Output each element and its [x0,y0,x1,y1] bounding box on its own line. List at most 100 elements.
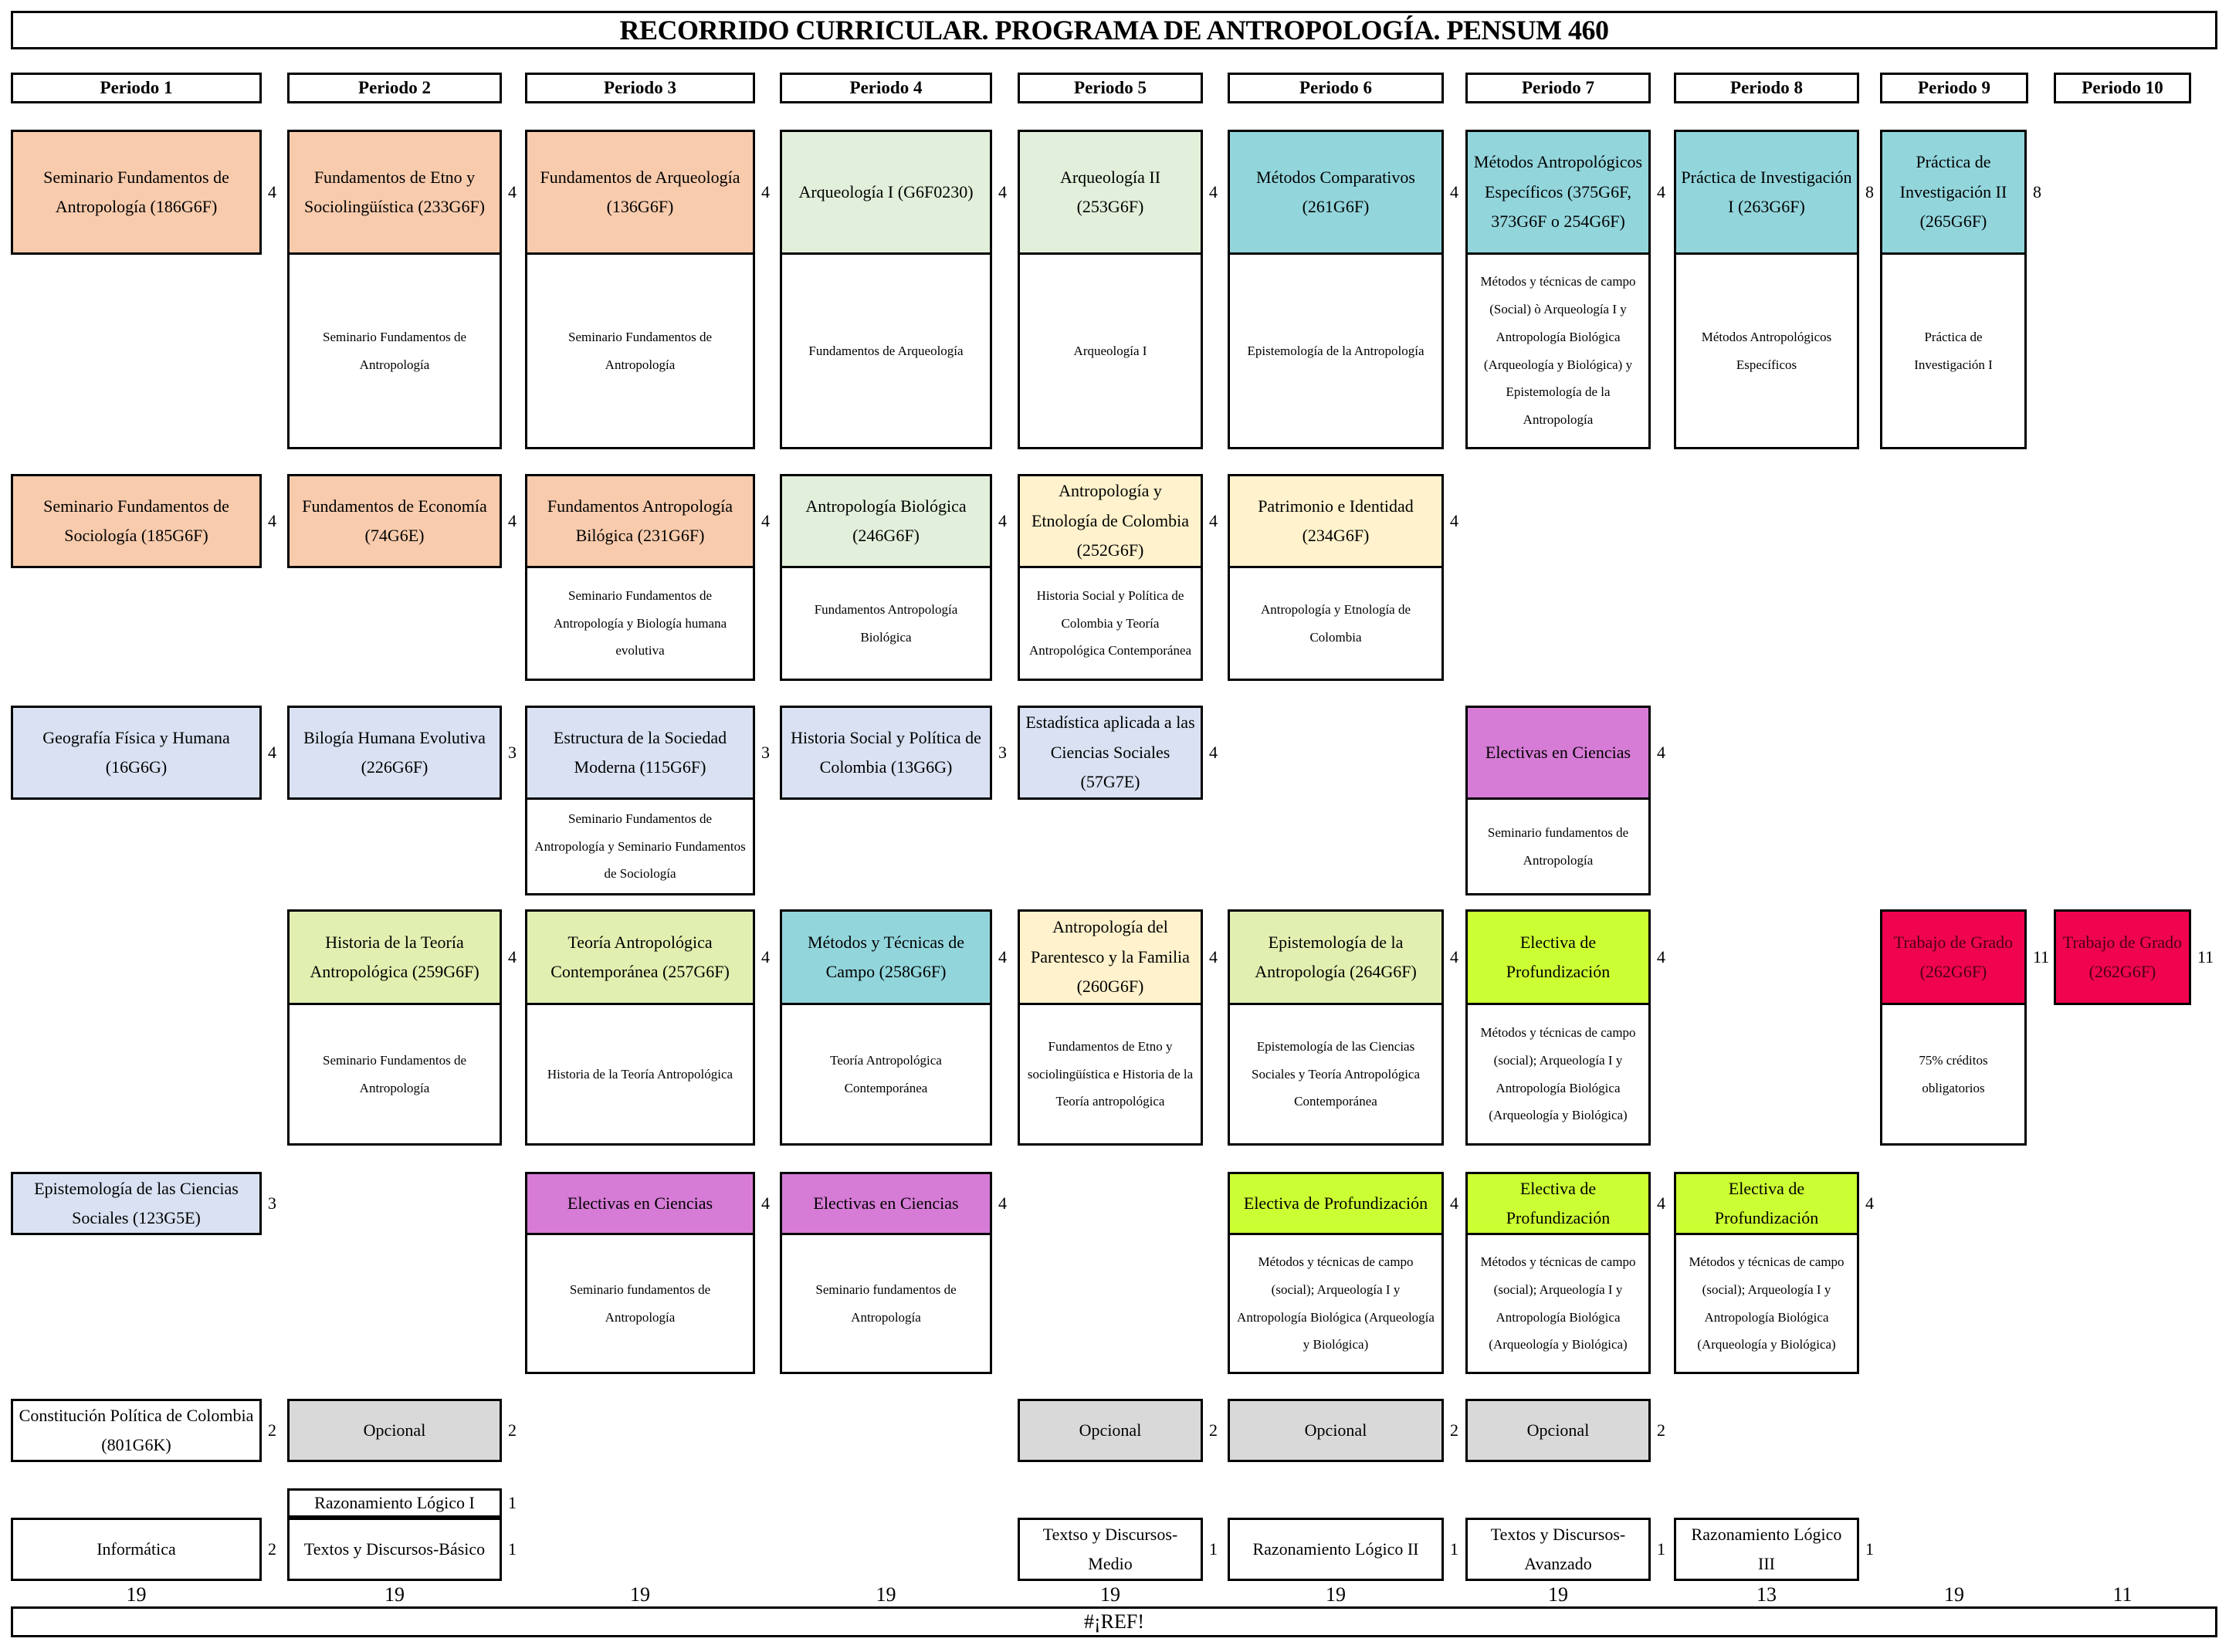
course-prerequisites: Fundamentos Antropología Biológica [782,566,990,679]
course-prerequisites: Métodos y técnicas de campo (social); Ar… [1676,1233,1857,1372]
course-name: Electivas en Ciencias [782,1174,990,1233]
course-prerequisites: Métodos Antropológicos Específicos [1676,252,1857,447]
course-prerequisites: Seminario Fundamentos de Antropología [527,252,753,447]
course-credits: 3 [998,743,1007,762]
course-name: Métodos Comparativos (261G6F) [1230,132,1441,252]
course-card[interactable]: Teoría Antropológica Contemporánea (257G… [525,909,755,1146]
course-name: Geografía Física y Humana (16G6G) [13,708,259,797]
course-prerequisites: Seminario Fundamentos de Antropología [290,1003,500,1143]
course-card[interactable]: Seminario Fundamentos de Antropología (1… [11,130,262,255]
course-name: Textso y Discursos-Medio [1020,1520,1201,1579]
course-card[interactable]: Trabajo de Grado (262G6F) [2054,909,2191,1005]
course-name: Constitución Política de Colombia (801G6… [13,1401,259,1460]
course-name: Epistemología de las Ciencias Sociales (… [13,1174,259,1233]
course-credits: 11 [2197,947,2214,966]
course-card[interactable]: Antropología Biológica (246G6F)Fundament… [780,474,992,681]
course-card[interactable]: Antropología del Parentesco y la Familia… [1018,909,1203,1146]
course-name: Fundamentos de Arqueología (136G6F) [527,132,753,252]
course-name: Razonamiento Lógico I [290,1491,500,1515]
course-card[interactable]: Textso y Discursos-Medio [1018,1518,1203,1581]
course-credits: 4 [1209,182,1218,201]
course-credits: 4 [1450,182,1458,201]
course-card[interactable]: Fundamentos Antropología Bilógica (231G6… [525,474,755,681]
course-credits: 1 [1450,1539,1458,1559]
course-credits: 4 [508,511,517,530]
course-card[interactable]: Epistemología de las Ciencias Sociales (… [11,1172,262,1235]
course-name: Electiva de Profundización [1676,1174,1857,1233]
course-card[interactable]: Opcional [287,1399,502,1462]
course-card[interactable]: Bilogía Humana Evolutiva (226G6F) [287,706,502,800]
course-credits: 4 [1657,1193,1665,1213]
course-card[interactable]: Fundamentos de Economía (74G6E) [287,474,502,568]
period-credit-total-7: 19 [1548,1583,1568,1606]
course-card[interactable]: Estadística aplicada a las Ciencias Soci… [1018,706,1203,800]
course-card[interactable]: Razonamiento Lógico III [1674,1518,1859,1581]
course-credits: 1 [508,1539,517,1559]
course-card[interactable]: Informática [11,1518,262,1581]
course-name: Antropología del Parentesco y la Familia… [1020,912,1201,1003]
course-prerequisites: Epistemología de las Ciencias Sociales y… [1230,1003,1441,1143]
course-name: Bilogía Humana Evolutiva (226G6F) [290,708,500,797]
course-credits: 1 [1865,1539,1874,1559]
course-card[interactable]: Opcional [1018,1399,1203,1462]
course-card[interactable]: Métodos Antropológicos Específicos (375G… [1465,130,1651,449]
period-header-10: Periodo 10 [2054,73,2191,103]
course-credits: 2 [508,1420,517,1440]
period-header-5: Periodo 5 [1018,73,1203,103]
course-credits: 11 [2033,947,2050,966]
course-card[interactable]: Fundamentos de Arqueología (136G6F)Semin… [525,130,755,449]
page-title: RECORRIDO CURRICULAR. PROGRAMA DE ANTROP… [11,11,2217,49]
course-credits: 2 [268,1539,276,1559]
course-credits: 4 [998,511,1007,530]
course-card[interactable]: Seminario Fundamentos de Sociología (185… [11,474,262,568]
course-prerequisites: Historia de la Teoría Antropológica [527,1003,753,1143]
course-card[interactable]: Opcional [1228,1399,1444,1462]
course-card[interactable]: Práctica de Investigación I (263G6F)Méto… [1674,130,1859,449]
course-credits: 4 [1865,1193,1874,1213]
course-name: Práctica de Investigación II (265G6F) [1882,132,2024,252]
course-card[interactable]: Métodos Comparativos (261G6F)Epistemolog… [1228,130,1444,449]
period-credit-total-4: 19 [876,1583,896,1606]
course-name: Métodos y Técnicas de Campo (258G6F) [782,912,990,1003]
course-card[interactable]: Antropología y Etnología de Colombia (25… [1018,474,1203,681]
course-name: Fundamentos Antropología Bilógica (231G6… [527,476,753,566]
course-card[interactable]: Trabajo de Grado (262G6F)75% créditos ob… [1880,909,2027,1146]
course-card[interactable]: Razonamiento Lógico I [287,1488,502,1518]
course-card[interactable]: Historia de la Teoría Antropológica (259… [287,909,502,1146]
course-card[interactable]: Constitución Política de Colombia (801G6… [11,1399,262,1462]
course-name: Historia Social y Política de Colombia (… [782,708,990,797]
course-card[interactable]: Práctica de Investigación II (265G6F)Prá… [1880,130,2027,449]
course-credits: 4 [1209,511,1218,530]
course-credits: 4 [1657,743,1665,762]
course-name: Opcional [290,1401,500,1460]
course-card[interactable]: Historia Social y Política de Colombia (… [780,706,992,800]
course-card[interactable]: Geografía Física y Humana (16G6G) [11,706,262,800]
course-card[interactable]: Fundamentos de Etno y Sociolingüística (… [287,130,502,449]
course-card[interactable]: Métodos y Técnicas de Campo (258G6F)Teor… [780,909,992,1146]
course-card[interactable]: Textos y Discursos-Avanzado [1465,1518,1651,1581]
course-name: Textos y Discursos-Básico [290,1520,500,1579]
course-card[interactable]: Arqueología I (G6F0230)Fundamentos de Ar… [780,130,992,449]
course-card[interactable]: Opcional [1465,1399,1651,1462]
course-prerequisites: Fundamentos de Arqueología [782,252,990,447]
course-card[interactable]: Estructura de la Sociedad Moderna (115G6… [525,706,755,895]
course-card[interactable]: Patrimonio e Identidad (234G6F)Antropolo… [1228,474,1444,681]
course-name: Electiva de Profundización [1230,1174,1441,1233]
course-card[interactable]: Razonamiento Lógico II [1228,1518,1444,1581]
course-card[interactable]: Arqueología II (253G6F)Arqueología I [1018,130,1203,449]
course-credits: 4 [1657,182,1665,201]
course-name: Razonamiento Lógico III [1676,1520,1857,1579]
course-credits: 1 [508,1493,517,1512]
course-credits: 4 [761,511,770,530]
course-name: Electiva de Profundización [1468,1174,1648,1233]
course-card[interactable]: Textos y Discursos-Básico [287,1518,502,1581]
course-name: Arqueología I (G6F0230) [782,132,990,252]
course-card[interactable]: Epistemología de la Antropología (264G6F… [1228,909,1444,1146]
